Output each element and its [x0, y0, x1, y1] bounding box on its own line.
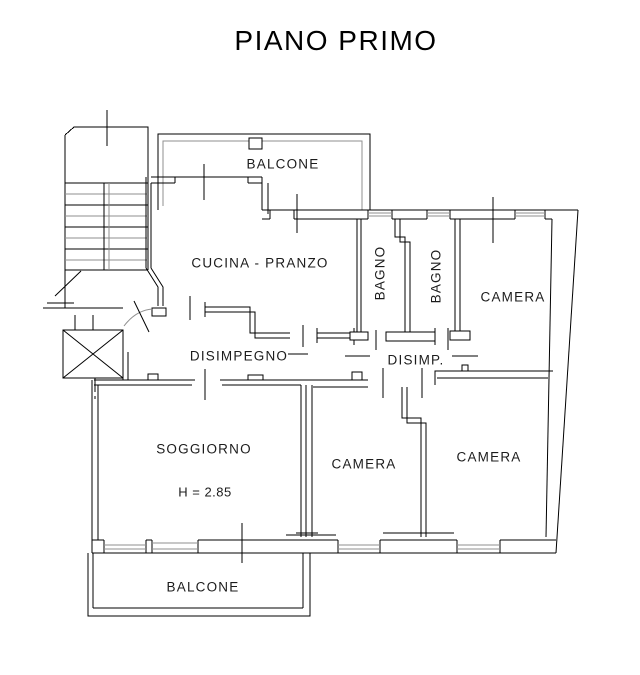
room-label-soggiorno: SOGGIORNO	[156, 441, 252, 457]
room-label-disimp: DISIMP.	[387, 352, 445, 368]
right-exterior-wall	[546, 210, 578, 553]
entry-door-arc-icon	[124, 301, 153, 332]
room-label-camera-se: CAMERA	[456, 449, 522, 465]
staircase-icon	[43, 110, 148, 308]
soggiorno-walls	[94, 369, 368, 537]
left-exterior-wall	[92, 380, 98, 553]
bottom-exterior-wall	[92, 523, 556, 563]
room-label-camera-s: CAMERA	[331, 456, 397, 472]
room-label-balcone-bottom: BALCONE	[166, 579, 240, 595]
elevator-icon	[63, 315, 128, 399]
camera-right-walls	[435, 365, 553, 385]
room-label-disimpegno: DISIMPEGNO	[189, 348, 289, 364]
room-label-balcone-top: BALCONE	[246, 156, 320, 172]
ceiling-height-annotation: H = 2.85	[178, 484, 232, 500]
room-label-cucina-pranzo: CUCINA - PRANZO	[191, 255, 329, 271]
balcony-top-outline	[158, 134, 370, 210]
page-title: PIANO PRIMO	[234, 25, 438, 56]
room-label-bagno-1: BAGNO	[372, 245, 388, 301]
camera-middle-walls	[313, 368, 426, 537]
balcony-bottom-outline	[88, 553, 310, 616]
room-label-bagno-2: BAGNO	[428, 248, 444, 304]
kitchen-bathroom-walls	[190, 219, 478, 356]
room-label-camera-ne: CAMERA	[480, 289, 546, 305]
top-exterior-wall	[146, 164, 578, 316]
